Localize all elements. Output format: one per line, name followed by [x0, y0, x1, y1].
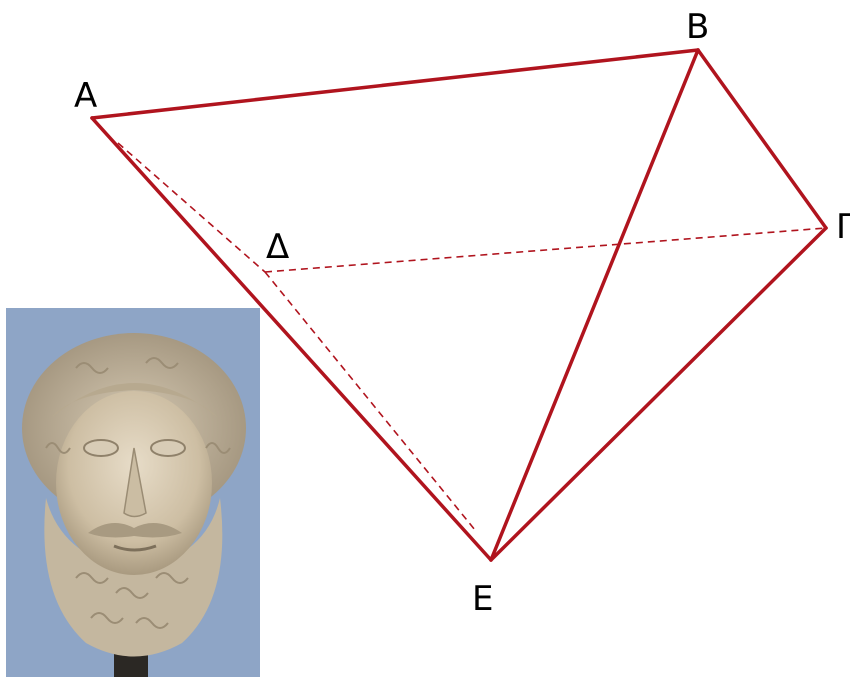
edge-g-e — [489, 226, 828, 562]
edge-a-e — [90, 116, 493, 562]
vertex-label-e: Ε — [472, 579, 493, 619]
vertex-label-a: Α — [74, 76, 97, 116]
edge-a-b — [90, 48, 700, 120]
vertex-label-b: Β — [686, 7, 709, 47]
edge-d-e-dashed — [264, 271, 476, 531]
marble-bust-portrait-icon — [6, 308, 260, 677]
edge-b-e — [489, 48, 700, 562]
vertex-label-d: Δ — [266, 227, 289, 267]
edge-b-g — [696, 48, 828, 230]
edge-a-d-dashed — [117, 142, 266, 273]
vertex-label-g: Γ — [836, 207, 850, 247]
edge-d-g-dashed — [264, 227, 827, 273]
